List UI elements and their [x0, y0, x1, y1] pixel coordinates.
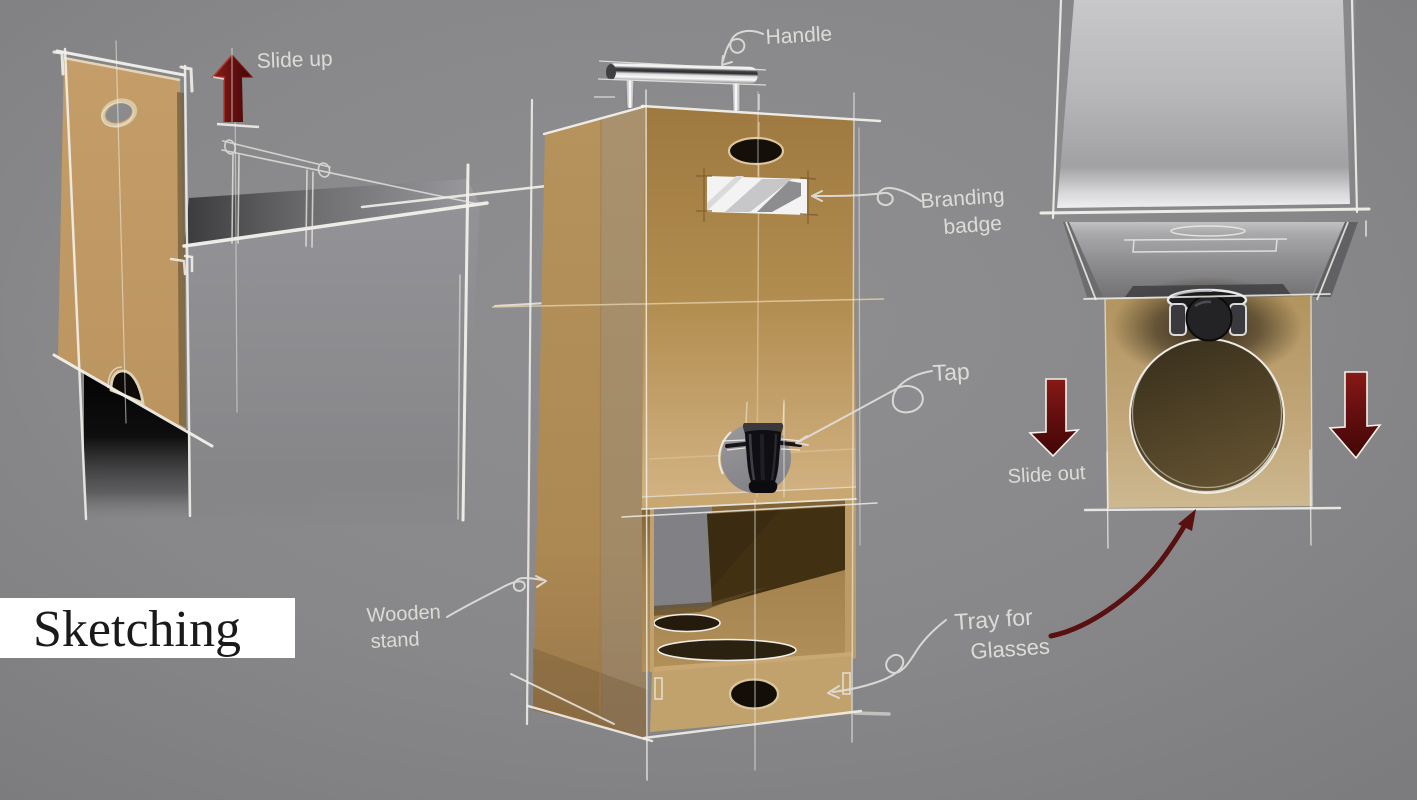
svg-text:Glasses: Glasses	[970, 634, 1051, 664]
svg-text:Slide up: Slide up	[256, 47, 333, 73]
svg-text:Wooden: Wooden	[366, 601, 441, 627]
svg-text:badge: badge	[943, 212, 1003, 239]
svg-text:Sketching: Sketching	[33, 601, 241, 658]
svg-text:Tap: Tap	[932, 358, 970, 386]
svg-text:Tray for: Tray for	[954, 604, 1034, 635]
svg-text:Handle: Handle	[765, 23, 833, 49]
svg-text:Slide out: Slide out	[1007, 462, 1086, 488]
svg-text:stand: stand	[370, 628, 420, 653]
